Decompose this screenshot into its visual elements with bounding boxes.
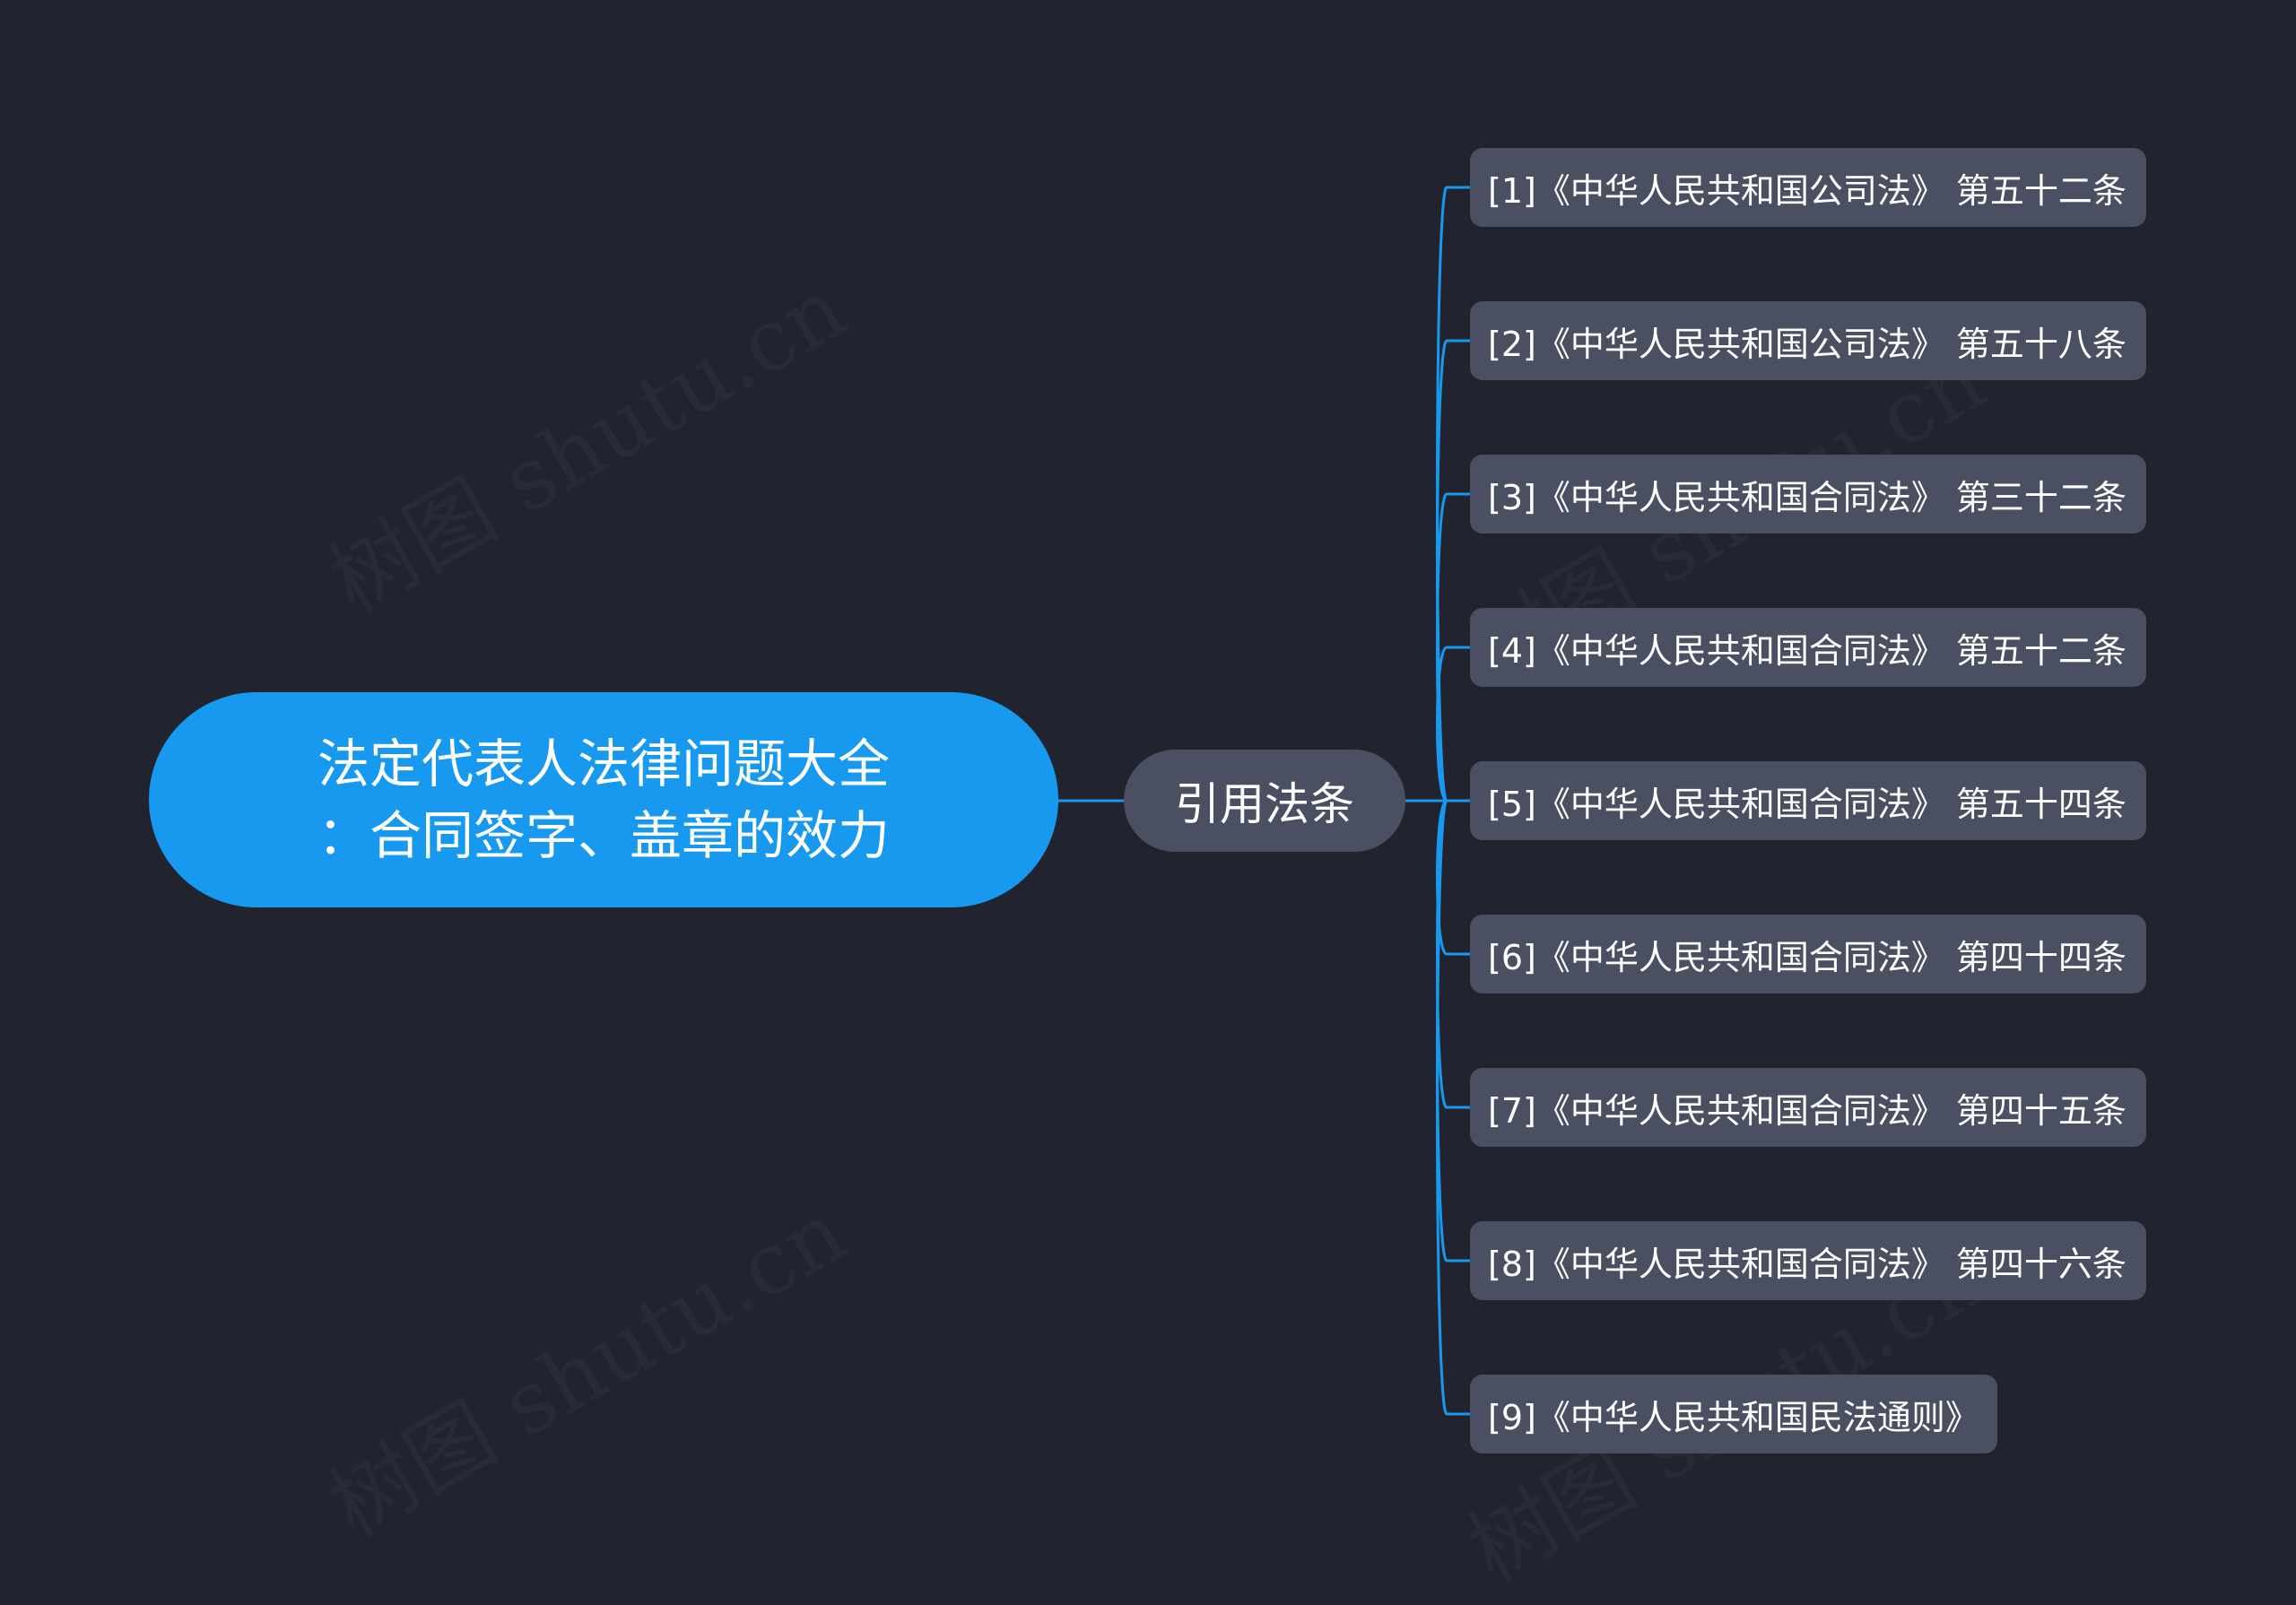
root-topic-line-1: 法定代表人法律问题大全	[317, 733, 890, 794]
leaf-connector	[1436, 799, 1470, 1416]
leaf-connector	[1436, 339, 1470, 802]
leaf-node-label: [1]《中华人民共和国公司法》 第五十二条	[1488, 170, 2126, 211]
leaf-node[interactable]: [9]《中华人民共和国民法通则》	[1470, 1375, 1997, 1453]
leaf-node-label: [7]《中华人民共和国合同法》 第四十五条	[1488, 1090, 2126, 1131]
leaf-node-label: [8]《中华人民共和国合同法》 第四十六条	[1488, 1244, 2126, 1284]
leaf-node-label: [9]《中华人民共和国民法通则》	[1488, 1397, 1979, 1437]
leaf-node[interactable]: [6]《中华人民共和国合同法》 第四十四条	[1470, 915, 2146, 993]
root-topic-node[interactable]: 法定代表人法律问题大全 ：合同签字、盖章的效力	[149, 692, 1058, 907]
root-topic-line-2: ：合同签字、盖章的效力	[317, 805, 890, 866]
leaf-node[interactable]: [5]《中华人民共和国合同法》 第五十四条	[1470, 761, 2146, 840]
leaf-node-label: [2]《中华人民共和国公司法》 第五十八条	[1488, 324, 2126, 364]
leaf-node[interactable]: [7]《中华人民共和国合同法》 第四十五条	[1470, 1068, 2146, 1147]
leaf-node[interactable]: [4]《中华人民共和国合同法》 第五十二条	[1470, 608, 2146, 687]
leaf-node-label: [4]《中华人民共和国合同法》 第五十二条	[1488, 630, 2126, 671]
leaf-node[interactable]: [8]《中华人民共和国合同法》 第四十六条	[1470, 1221, 2146, 1300]
branch-node-label: 引用法条	[1175, 778, 1354, 830]
leaf-node[interactable]: [2]《中华人民共和国公司法》 第五十八条	[1470, 301, 2146, 380]
leaf-connector	[1436, 799, 1470, 1262]
leaf-node-label: [5]《中华人民共和国合同法》 第五十四条	[1488, 784, 2126, 824]
branch-node-cited-laws[interactable]: 引用法条	[1124, 750, 1405, 852]
leaf-node-label: [3]《中华人民共和国合同法》 第三十二条	[1488, 477, 2126, 517]
leaf-connector	[1436, 646, 1470, 802]
leaf-node[interactable]: [1]《中华人民共和国公司法》 第五十二条	[1470, 148, 2146, 227]
leaf-node[interactable]: [3]《中华人民共和国合同法》 第三十二条	[1470, 455, 2146, 534]
leaf-connectors	[1436, 186, 1470, 1416]
leaf-connector	[1436, 492, 1470, 802]
leaf-node-label: [6]《中华人民共和国合同法》 第四十四条	[1488, 937, 2126, 977]
